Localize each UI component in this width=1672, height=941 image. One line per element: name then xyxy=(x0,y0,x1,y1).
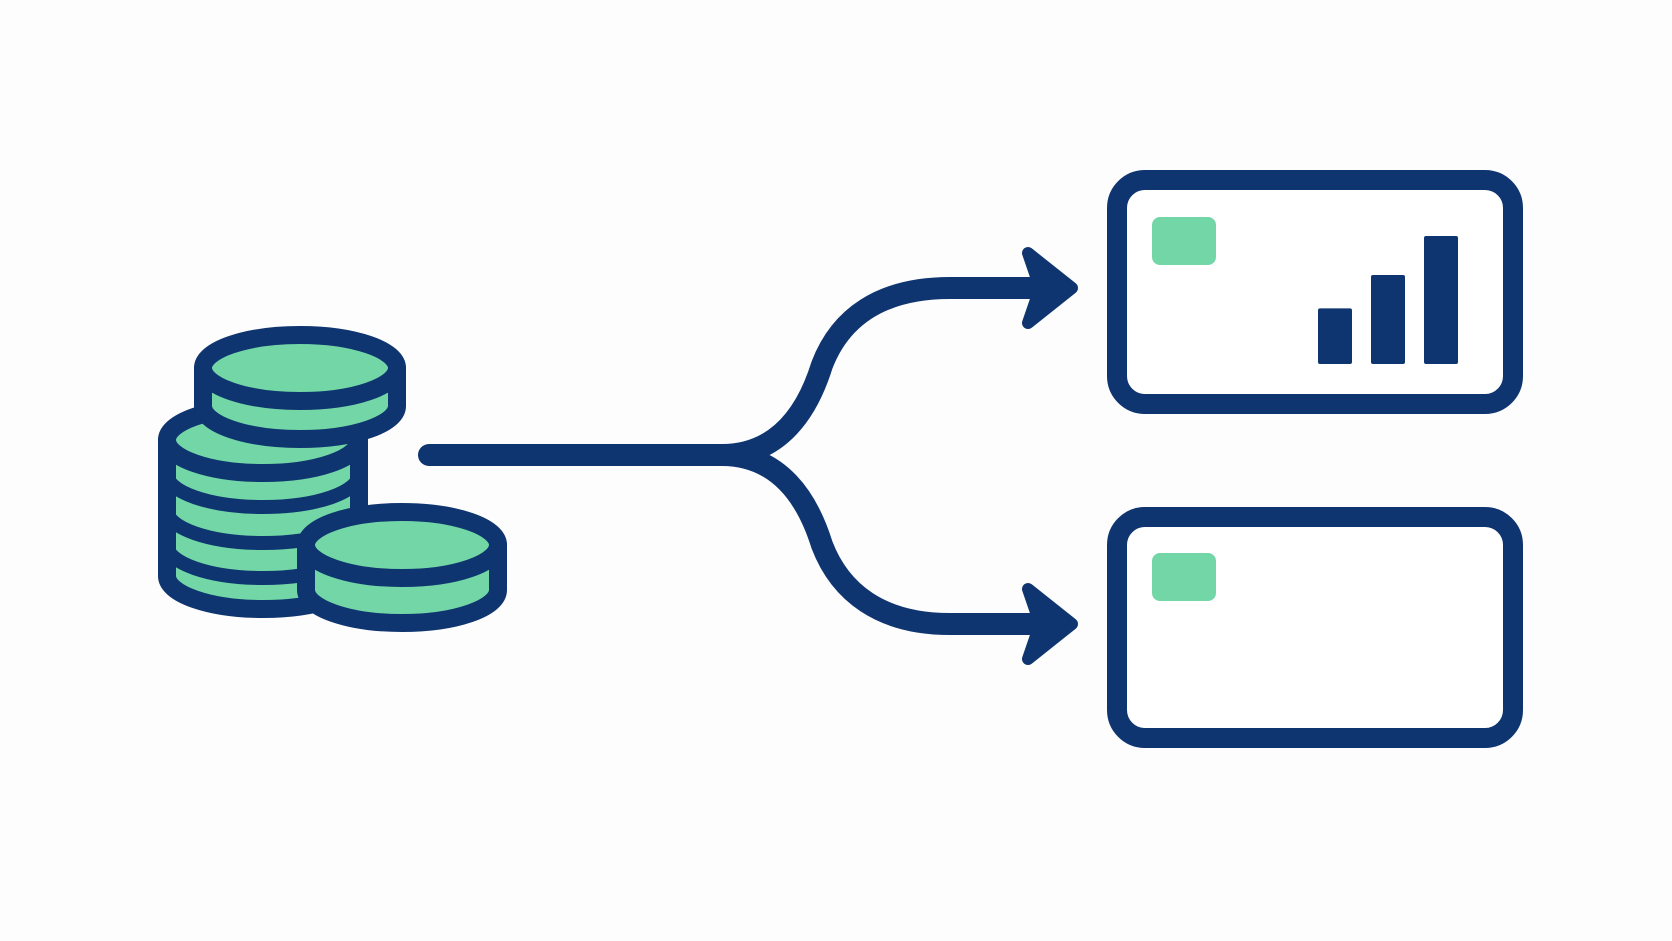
coin-stack-icon xyxy=(158,326,507,632)
arrowhead-lower-icon xyxy=(1022,583,1078,665)
coin-stack-right-top xyxy=(297,503,507,587)
empty-card xyxy=(1107,507,1523,748)
coin-stack-right xyxy=(297,503,507,632)
green-tag xyxy=(1152,553,1216,601)
card-with-bar-chart xyxy=(1107,170,1523,414)
coin-stack-left-ridge xyxy=(160,467,366,514)
connector-branch-upper xyxy=(711,277,1041,466)
bar-1 xyxy=(1318,308,1352,364)
bar-2 xyxy=(1371,274,1405,364)
arrowhead-upper-icon xyxy=(1022,247,1078,329)
coin-stack-top xyxy=(194,326,406,448)
card-frame xyxy=(1107,507,1523,748)
split-arrow xyxy=(418,277,1041,635)
bar-3 xyxy=(1424,236,1458,364)
coin-stack-top-coin xyxy=(194,326,406,410)
green-tag xyxy=(1152,217,1216,265)
connector-branch-lower xyxy=(711,444,1041,635)
bar-chart xyxy=(1318,236,1458,364)
